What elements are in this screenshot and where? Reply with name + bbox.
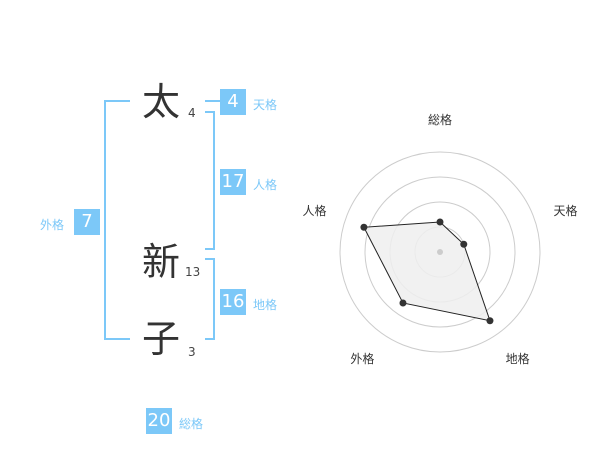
kanji-1-strokes: 4 <box>188 106 196 120</box>
radar-axis-label-4: 外格 <box>350 351 374 366</box>
jinkaku-bracket-bottom <box>205 248 215 250</box>
jinkaku-bracket-line <box>213 111 215 250</box>
radar-point-2 <box>460 240 468 248</box>
radar-axis-label-2: 天格 <box>554 203 578 218</box>
soukaku-label: 総格 <box>179 417 204 431</box>
kanji-1: 太 <box>142 80 181 124</box>
jinkaku-value: 17 <box>220 169 246 195</box>
kanji-3-strokes: 3 <box>188 345 196 359</box>
radar-ring-4 <box>339 151 541 353</box>
gaikaku-bracket-bottom <box>104 338 130 340</box>
radar-point-4 <box>399 299 407 307</box>
tenkaku-connector <box>205 100 220 102</box>
radar-center-dot <box>437 249 443 255</box>
jinkaku-label: 人格 <box>253 178 278 192</box>
kanji-2: 新 <box>142 240 181 284</box>
gaikaku-value: 7 <box>74 209 100 235</box>
radar-point-5 <box>360 223 368 231</box>
gaikaku-label: 外格 <box>40 218 65 232</box>
jinkaku-bracket-top <box>205 111 215 113</box>
radar-point-1 <box>436 218 444 226</box>
gaikaku-bracket-top <box>104 100 130 102</box>
radar-ring-3 <box>364 176 516 328</box>
radar-axis-label-5: 人格 <box>302 203 326 218</box>
chikaku-value: 16 <box>220 289 246 315</box>
soukaku-value: 20 <box>146 408 172 434</box>
radar-point-3 <box>486 317 494 325</box>
tenkaku-label: 天格 <box>253 98 278 112</box>
gaikaku-bracket-line <box>104 100 106 340</box>
radar-axis-label-3: 地格 <box>506 351 530 366</box>
radar-axis-label-1: 総格 <box>428 112 452 127</box>
kanji-3: 子 <box>142 317 181 361</box>
chikaku-bracket-top <box>205 258 215 260</box>
chikaku-bracket-line <box>213 258 215 340</box>
chikaku-label: 地格 <box>253 298 278 312</box>
tenkaku-value: 4 <box>220 89 246 115</box>
radar-polygon <box>363 221 491 322</box>
chikaku-bracket-bottom <box>205 338 215 340</box>
kanji-2-strokes: 13 <box>185 265 201 279</box>
